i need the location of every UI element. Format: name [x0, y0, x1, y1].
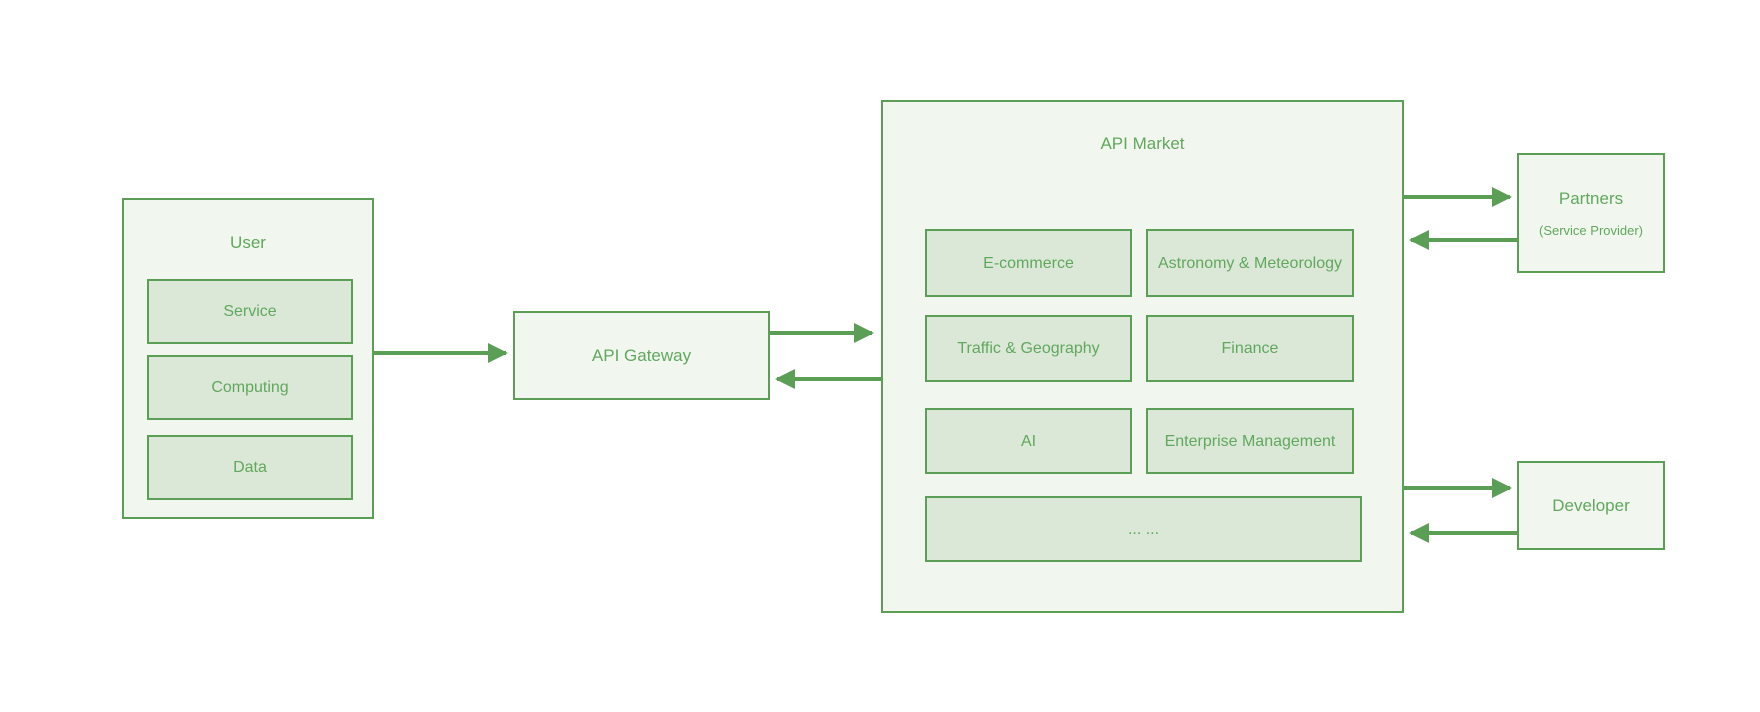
category-astronomy-meteorology: Astronomy & Meteorology: [1146, 229, 1354, 297]
partners-node-sublabel: (Service Provider): [1538, 222, 1644, 238]
api-gateway-node: API Gateway: [513, 311, 770, 400]
partners-node: Partners (Service Provider): [1517, 153, 1665, 273]
api-market-node: API Market E-commerce Astronomy & Meteor…: [881, 100, 1404, 613]
category-ai: AI: [925, 408, 1132, 474]
category-enterprise-management: Enterprise Management: [1146, 408, 1354, 474]
category-more-ellipsis: ... ...: [925, 496, 1362, 562]
user-node-label: User: [230, 233, 266, 252]
category-traffic-geography: Traffic & Geography: [925, 315, 1132, 382]
category-finance: Finance: [1146, 315, 1354, 382]
partners-node-label: Partners: [1558, 188, 1624, 208]
developer-node: Developer: [1517, 461, 1665, 550]
category-e-commerce: E-commerce: [925, 229, 1132, 297]
api-market-node-label: API Market: [1100, 134, 1185, 153]
user-data-node: Data: [147, 435, 353, 500]
user-node: User Service Computing Data: [122, 198, 374, 519]
user-service-node: Service: [147, 279, 353, 344]
user-computing-node: Computing: [147, 355, 353, 420]
